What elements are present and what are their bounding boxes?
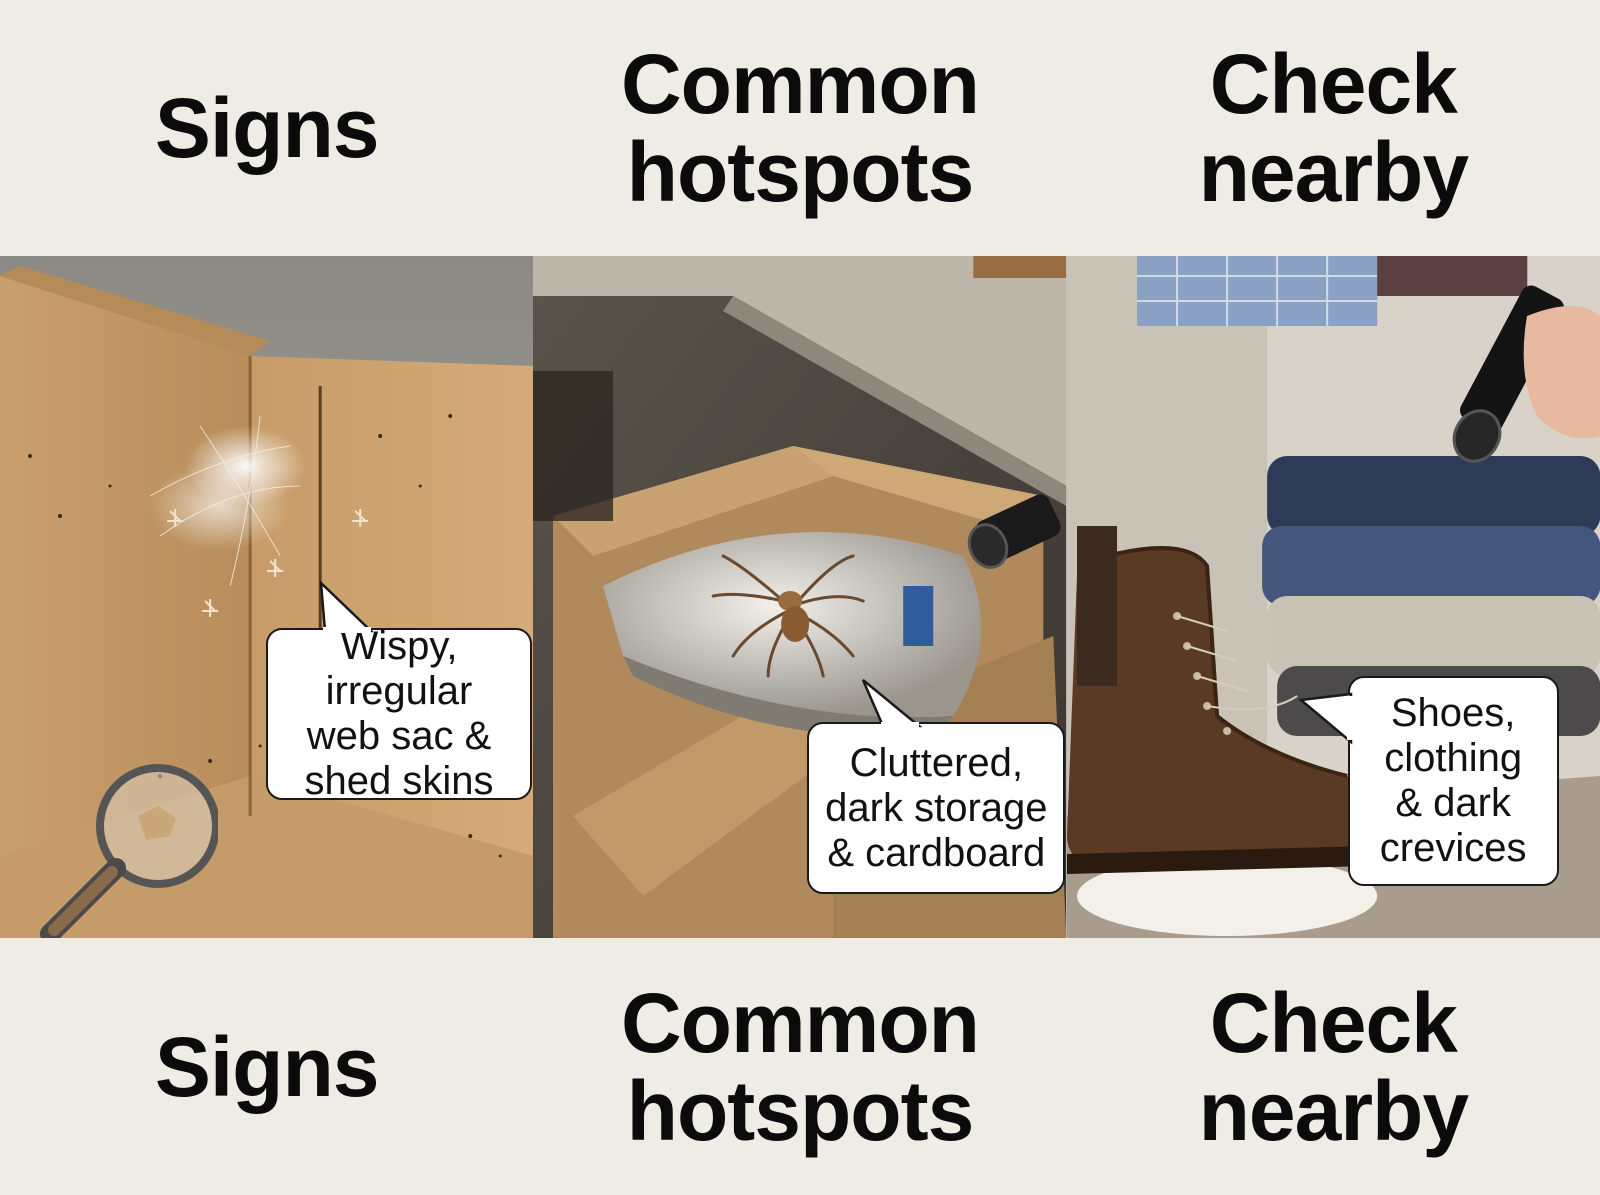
panel-check-nearby: Shoes, clothing & dark crevices bbox=[1066, 256, 1600, 938]
image-panels: Wispy, irregular web sac & shed skins bbox=[0, 256, 1600, 938]
title-signs-top: Signs bbox=[154, 81, 380, 175]
panel-signs: Wispy, irregular web sac & shed skins bbox=[0, 256, 534, 938]
bottom-titles-row: Signs Common hotspots Check nearby bbox=[0, 938, 1600, 1195]
top-titles-row: Signs Common hotspots Check nearby bbox=[0, 0, 1600, 256]
callout-check-nearby-tail bbox=[1298, 692, 1353, 745]
flashlight-icon bbox=[968, 494, 1062, 569]
title-check-nearby-top: Check nearby bbox=[1198, 37, 1469, 219]
callout-signs-tail bbox=[319, 581, 375, 633]
callout-common-hotspots-tail bbox=[862, 679, 923, 728]
title-common-hotspots-bottom: Common hotspots bbox=[621, 975, 980, 1158]
magnifying-glass-icon bbox=[40, 764, 218, 938]
title-signs-bottom: Signs bbox=[154, 1019, 380, 1114]
flashlight-in-hand-icon bbox=[1452, 285, 1600, 463]
title-check-nearby-bottom: Check nearby bbox=[1198, 975, 1469, 1158]
panel-common-hotspots: Cluttered, dark storage & cardboard bbox=[533, 256, 1067, 938]
callout-check-nearby: Shoes, clothing & dark crevices bbox=[1347, 676, 1559, 886]
title-common-hotspots-top: Common hotspots bbox=[621, 37, 980, 219]
callout-common-hotspots: Cluttered, dark storage & cardboard bbox=[807, 722, 1066, 894]
callout-signs: Wispy, irregular web sac & shed skins bbox=[266, 624, 532, 803]
